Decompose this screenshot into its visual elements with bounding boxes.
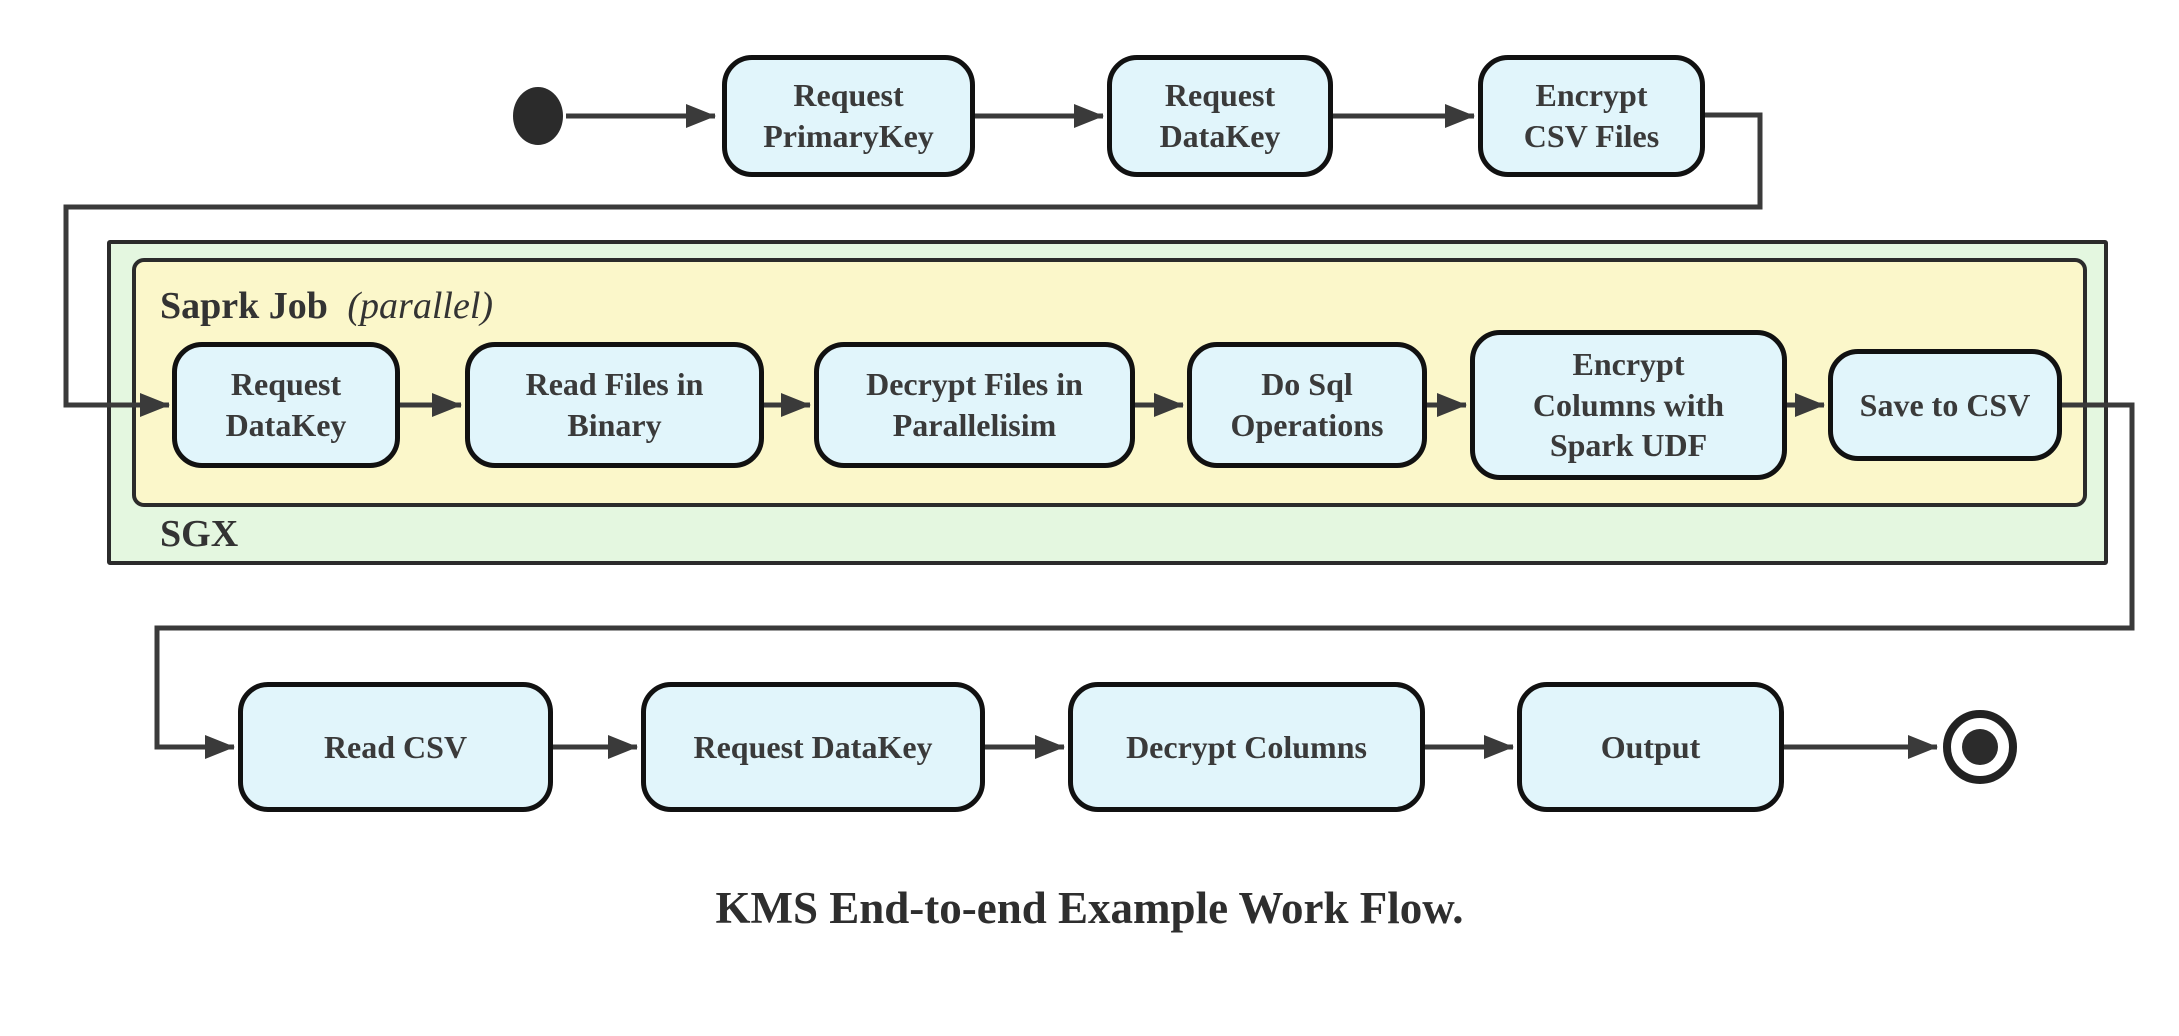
node-request-datakey-top: Request DataKey (1107, 55, 1333, 177)
spark-job-title: Saprk Job (parallel) (160, 284, 493, 328)
node-request-datakey-bottom: Request DataKey (641, 682, 985, 812)
node-decrypt-columns: Decrypt Columns (1068, 682, 1425, 812)
spark-job-title-bold: Saprk Job (160, 285, 328, 327)
node-label: Request DataKey (693, 728, 933, 765)
diagram-caption: KMS End-to-end Example Work Flow. (715, 883, 1464, 933)
node-label: Read Files in Binary (525, 366, 704, 443)
node-sgx-request-datakey: Request DataKey (172, 342, 400, 468)
node-label: Read CSV (323, 728, 468, 765)
node-label: Request DataKey (225, 366, 347, 443)
node-encrypt-columns-with-spark-udf: Encrypt Columns with Spark UDF (1470, 330, 1787, 480)
end-node-dot (1962, 729, 1998, 765)
node-label: Output (1600, 728, 1701, 765)
node-read-csv: Read CSV (238, 682, 553, 812)
end-node (1943, 710, 2017, 784)
node-label: Encrypt CSV Files (1523, 77, 1660, 154)
node-read-files-in-binary: Read Files in Binary (465, 342, 764, 468)
start-node (513, 87, 563, 145)
node-label: Request PrimaryKey (763, 77, 934, 154)
node-label: Decrypt Files in Parallelisim (866, 366, 1083, 443)
node-label: Save to CSV (1859, 386, 2031, 423)
node-save-to-csv: Save to CSV (1828, 349, 2062, 461)
node-encrypt-csv-files: Encrypt CSV Files (1478, 55, 1705, 177)
sgx-container-label: SGX (160, 513, 239, 555)
node-output: Output (1517, 682, 1784, 812)
node-do-sql-operations: Do Sql Operations (1187, 342, 1427, 468)
spark-job-title-italic: (parallel) (347, 285, 494, 327)
node-decrypt-files-in-parallelisim: Decrypt Files in Parallelisim (814, 342, 1135, 468)
node-label: Do Sql Operations (1230, 366, 1384, 443)
node-label: Decrypt Columns (1126, 728, 1367, 765)
node-label: Request DataKey (1159, 77, 1281, 154)
node-label: Encrypt Columns with Spark UDF (1532, 345, 1725, 464)
node-request-primarykey: Request PrimaryKey (722, 55, 975, 177)
